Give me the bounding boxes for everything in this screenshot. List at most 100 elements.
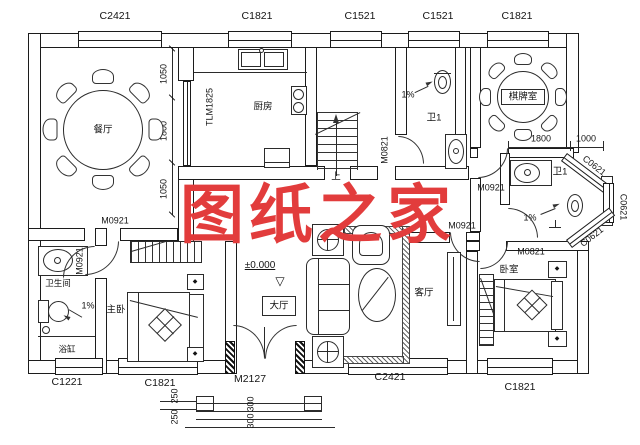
end-table-cross xyxy=(318,351,338,352)
dim-ext xyxy=(603,141,604,151)
room-label-bedroom: 卧室 xyxy=(499,264,519,276)
window-code-c1821b: C1821 xyxy=(501,9,533,22)
room-label-hall: 大厅 xyxy=(269,300,289,312)
window-c0621-bay-right xyxy=(603,183,614,223)
window-code-c1821-br: C1821 xyxy=(504,380,536,393)
level-symbol-icon: ▽ xyxy=(275,274,285,288)
dim-250-a: 250 xyxy=(169,388,180,404)
watermark: 图纸之家 xyxy=(180,178,456,253)
window-c1821-top xyxy=(228,31,292,48)
window-code-c1821-bl: C1821 xyxy=(144,376,176,389)
dim-line-dining xyxy=(172,48,173,215)
stair-arrow-head xyxy=(333,114,339,123)
nightstand xyxy=(187,274,204,290)
entry-door-leaf-right xyxy=(265,325,297,359)
nightstand xyxy=(548,331,567,347)
window-code-c1221: C1221 xyxy=(51,375,83,388)
chair xyxy=(479,88,491,106)
wall-chess-bottom-a xyxy=(470,148,478,158)
stair-arrow-line xyxy=(336,122,337,176)
basin-drain xyxy=(453,148,459,154)
door-code-m0921-chess: M0921 xyxy=(477,182,505,193)
window-c1821-top-b xyxy=(487,31,549,48)
wall-corridor-vert xyxy=(470,178,481,232)
dim-300-b: 300 xyxy=(245,413,256,429)
window-code-c0621-right: C0621 xyxy=(618,193,629,221)
door-code-m0821-bath1: M0821 xyxy=(379,136,390,164)
slope-label-left: 1% xyxy=(81,300,95,311)
basin-drain xyxy=(524,169,531,176)
nightstand-dot: ◆ xyxy=(554,266,560,272)
chair xyxy=(485,113,507,135)
basin-drain xyxy=(54,257,61,264)
dim-1000: 1000 xyxy=(575,133,597,144)
door-code-m0921-corridor: M0921 xyxy=(448,220,476,231)
chair xyxy=(555,88,567,106)
room-label-dining: 餐厅 xyxy=(93,124,113,136)
level-mark: ±0.000 xyxy=(244,260,276,271)
door-code-m0821-right: M0821 xyxy=(517,246,545,257)
dim-1050-b: 1050 xyxy=(158,178,169,200)
floor-drain-mark xyxy=(555,220,556,228)
step-line xyxy=(185,427,335,428)
hall-label-box xyxy=(262,296,296,316)
dining-table xyxy=(63,90,143,170)
entry-door-leaf-left xyxy=(233,325,265,359)
wall-dining-bottom-b xyxy=(120,228,178,241)
end-table-cross xyxy=(327,342,328,362)
dim-300-a: 300 xyxy=(245,396,256,412)
wall-kitchen-bottom xyxy=(178,166,325,180)
wall-dining-kitchen-a xyxy=(178,47,194,81)
end-table-cross xyxy=(327,230,328,250)
window-c1221-bottom xyxy=(55,358,103,375)
step-line-left xyxy=(160,401,196,402)
fridge-line xyxy=(264,162,290,163)
wall-bedroom-left xyxy=(466,251,478,374)
chair xyxy=(92,69,114,84)
sliding-door-tlm1825 xyxy=(183,81,191,166)
end-table-cross xyxy=(318,239,338,240)
chair xyxy=(148,118,164,141)
chair xyxy=(539,59,561,81)
end-table-circle xyxy=(317,229,339,251)
window-code-c1821: C1821 xyxy=(241,9,273,22)
chair xyxy=(539,113,561,135)
window-code-c1521a: C1521 xyxy=(344,9,376,22)
rug-border-right xyxy=(402,226,410,364)
window-c2421-top xyxy=(78,31,162,48)
wall-bath1-bottom xyxy=(395,166,469,180)
floor-drain xyxy=(42,326,50,334)
door-arc-bath1 xyxy=(398,136,424,164)
step-line-left xyxy=(160,409,196,410)
chair xyxy=(514,53,532,65)
step-line xyxy=(196,403,322,404)
chess-table-box xyxy=(501,89,545,105)
door-code-m0921-master: M0921 xyxy=(101,215,129,226)
wardrobe-bedroom xyxy=(479,274,494,346)
sofa-cushion-line xyxy=(318,310,349,311)
window-c1521-top-b xyxy=(408,31,460,48)
wall-right-lower xyxy=(577,241,589,374)
dim-ext xyxy=(570,141,571,151)
entry-door-meet-line xyxy=(264,327,265,357)
toilet-left xyxy=(48,301,69,322)
dim-1800-h: 1800 xyxy=(530,133,552,144)
window-c1821-bottom-b xyxy=(487,358,553,375)
chair xyxy=(485,59,507,81)
room-label-bath1: 卫1 xyxy=(426,112,442,124)
door-code-tlm1825: TLM1825 xyxy=(204,87,215,127)
burner xyxy=(293,102,304,113)
slope-arrow-line xyxy=(414,85,429,94)
window-code-c1521b: C1521 xyxy=(422,9,454,22)
armchair-seat xyxy=(359,232,383,256)
nightstand xyxy=(187,347,204,362)
toilet-bowl xyxy=(438,76,447,89)
chair xyxy=(92,175,114,190)
nightstand xyxy=(548,261,567,278)
wall-bath1-left xyxy=(395,47,407,135)
burner xyxy=(293,89,304,100)
slope-arrow-head xyxy=(425,79,434,87)
end-table-circle xyxy=(317,341,339,363)
room-label-kitchen: 厨房 xyxy=(253,101,273,113)
